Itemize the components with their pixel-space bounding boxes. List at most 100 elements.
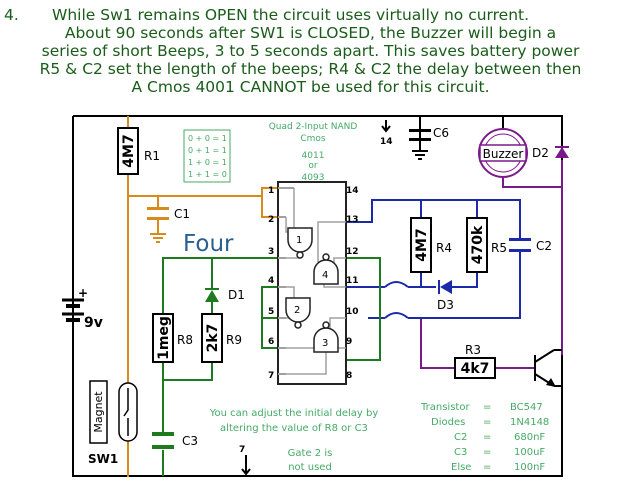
- ic-pins-left: [278, 187, 294, 375]
- ic-title: Quad 2-Input NAND Cmos 4011 or 4093: [269, 122, 358, 183]
- svg-text:10: 10: [346, 307, 359, 317]
- c3-label: C3: [182, 434, 198, 448]
- svg-text:3: 3: [322, 338, 328, 349]
- svg-text:or: or: [308, 161, 318, 171]
- r4-label: R4: [436, 241, 452, 255]
- r5-label: R5: [491, 241, 507, 255]
- hop-11: [384, 281, 409, 288]
- parts-list: Transistor = BC547 Diodes = 1N4148 C2 = …: [420, 402, 549, 473]
- svg-text:13: 13: [346, 215, 359, 225]
- adjust-note-2: altering the value of R8 or C3: [220, 423, 368, 434]
- d3-label: D3: [437, 298, 454, 312]
- battery: [62, 298, 84, 322]
- svg-text:=: =: [483, 447, 491, 458]
- svg-text:1: 1: [268, 186, 274, 196]
- d2-diode: [555, 147, 569, 158]
- r8-value: 1meg: [156, 316, 172, 360]
- part-value-3: 680nF: [514, 432, 545, 443]
- r1-value: 4M7: [121, 134, 137, 167]
- c1-plate-top: [147, 207, 169, 210]
- ic-pin-labels-right: 14 13 12 11 10 9 8: [346, 186, 359, 381]
- part-value-1: BC547: [510, 402, 543, 413]
- svg-text:3: 3: [268, 247, 274, 257]
- ic-body: [277, 181, 347, 385]
- r4-resistor: [410, 217, 432, 273]
- heading-line-5: A Cmos 4001 CANNOT be used for this circ…: [131, 78, 490, 96]
- svg-text:4: 4: [322, 270, 328, 281]
- green-wires: [162, 257, 381, 476]
- gnd-arrow: [241, 455, 251, 476]
- svg-text:4093: 4093: [302, 173, 325, 183]
- part-value-2: 1N4148: [510, 417, 549, 428]
- c1-plate-bottom: [147, 217, 169, 220]
- battery-plus: +: [78, 286, 88, 300]
- gate2-note-2: not used: [288, 462, 332, 473]
- svg-text:7: 7: [268, 371, 274, 381]
- part-name-5: Else: [451, 462, 471, 473]
- r3-label: R3: [465, 343, 481, 357]
- reed-contacts: [123, 388, 129, 436]
- gate-1: 1: [287, 227, 313, 259]
- r9-label: R9: [226, 333, 242, 347]
- svg-text:=: =: [483, 462, 491, 473]
- four-label: Four: [183, 231, 234, 257]
- c2-plate-bottom: [509, 249, 531, 252]
- part-name-3: C2: [454, 432, 467, 443]
- svg-text:6: 6: [268, 337, 274, 347]
- gate2-note-1: Gate 2 is: [288, 448, 333, 459]
- truth-row-1: 0 + 0 = 1: [188, 134, 227, 143]
- part-value-4: 100uF: [514, 447, 545, 458]
- truth-table-box: [183, 129, 231, 183]
- svg-text:Cmos: Cmos: [300, 134, 326, 144]
- blue-wires: [346, 199, 521, 319]
- svg-text:4011: 4011: [302, 151, 325, 161]
- hop-10: [384, 312, 409, 319]
- svg-text:8: 8: [346, 371, 352, 381]
- r9-value: 2k7: [205, 324, 221, 353]
- buzzer-label-box: [479, 144, 527, 162]
- adjust-note-1: You can adjust the initial delay by: [209, 408, 379, 419]
- svg-text:12: 12: [346, 247, 359, 257]
- r4-value: 4M7: [414, 228, 430, 261]
- c6-plate-bottom: [409, 138, 431, 141]
- heading-line-3: series of short Beeps, 3 to 5 seconds ap…: [41, 42, 580, 60]
- d3-diode: [440, 280, 452, 294]
- c6-plate-top: [409, 129, 431, 132]
- d2-label: D2: [532, 146, 549, 160]
- d1-diode: [205, 290, 219, 302]
- c3-plate-bottom: [152, 445, 174, 449]
- part-name-1: Transistor: [420, 402, 470, 413]
- svg-text:11: 11: [346, 276, 359, 286]
- buzzer-label: Buzzer: [483, 147, 524, 161]
- vcc-arrow: [381, 120, 391, 133]
- r3-value: 4k7: [461, 361, 490, 377]
- svg-text:1: 1: [296, 235, 302, 246]
- svg-text:Quad 2-Input NAND: Quad 2-Input NAND: [269, 122, 358, 132]
- r3-resistor: [454, 357, 496, 379]
- heading-line-4: R5 & C2 set the length of the beeps; R4 …: [39, 60, 582, 78]
- heading-text-1: While Sw1 remains OPEN the circuit uses …: [52, 6, 530, 24]
- r5-resistor: [466, 217, 488, 273]
- c3-plate-top: [152, 432, 174, 436]
- transistor: [534, 349, 562, 387]
- r5-value: 470k: [470, 225, 486, 264]
- c2-plate-top: [509, 238, 531, 241]
- d1-label: D1: [228, 288, 245, 302]
- gate-3: 3: [313, 321, 339, 353]
- purple-wires: [420, 160, 563, 369]
- part-value-5: 100nF: [514, 462, 545, 473]
- c2-label: C2: [536, 239, 552, 253]
- transistor-arrow: [546, 378, 556, 387]
- c6-label: C6: [433, 126, 449, 140]
- pin14-top: 14: [380, 137, 393, 147]
- c1-ground: [150, 233, 166, 243]
- r1-label: R1: [144, 149, 160, 163]
- svg-text:2: 2: [294, 305, 300, 316]
- truth-row-4: 1 + 1 = 0: [188, 170, 227, 179]
- heading-number: 4.: [4, 6, 19, 24]
- reed-switch: [118, 382, 138, 442]
- r8-label: R8: [177, 333, 193, 347]
- magnet-label: Magnet: [92, 391, 105, 433]
